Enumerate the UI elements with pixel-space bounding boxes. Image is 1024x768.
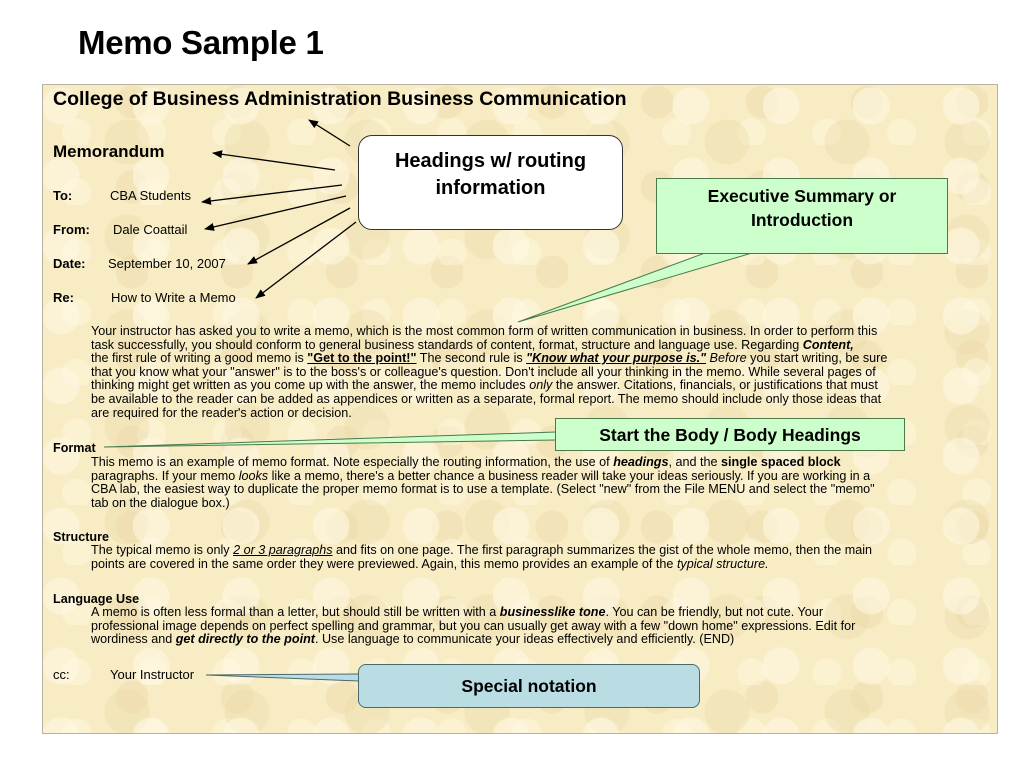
structure-paragraph: The typical memo is only 2 or 3 paragrap… (91, 543, 991, 571)
intro-line: the first rule of writing a good memo is… (91, 351, 888, 366)
memo-type-heading: Memorandum (53, 142, 165, 161)
intro-line: that you know what your "answer" is to t… (91, 364, 876, 379)
language-line: wordiness and get directly to the point.… (91, 632, 735, 647)
to-label: To: (53, 188, 73, 203)
callout-headings-line: Headings w/ routing (394, 150, 587, 172)
re-value: How to Write a Memo (111, 290, 236, 305)
intro-line: Your instructor has asked you to write a… (91, 324, 878, 338)
intro-line: thinking might get written as you come u… (91, 378, 878, 393)
format-line: CBA lab, the easiest way to duplicate th… (91, 482, 875, 497)
intro-paragraph: Your instructor has asked you to write a… (91, 324, 991, 420)
from-value: Dale Coattail (113, 222, 188, 237)
intro-line: task successfully, you should conform to… (91, 337, 854, 352)
format-line: This memo is an example of memo format. … (91, 455, 841, 469)
structure-line: The typical memo is only 2 or 3 paragrap… (91, 543, 873, 557)
structure-heading: Structure (53, 530, 109, 544)
callout-headings: Headings w/ routing information (358, 135, 623, 230)
format-heading: Format (53, 441, 96, 455)
body-pointer (103, 431, 557, 448)
intro-line: are required for the reader's action or … (91, 405, 352, 420)
callout-exec-line: Executive Summary or (707, 186, 897, 206)
callout-executive-summary: Executive Summary or Introduction (656, 178, 948, 254)
format-paragraph: This memo is an example of memo format. … (91, 455, 991, 510)
arrow-to-to (201, 184, 343, 205)
date-label: Date: (53, 256, 86, 271)
date-value: September 10, 2007 (108, 256, 226, 271)
callout-body-headings: Start the Body / Body Headings (555, 418, 905, 451)
memo-college-heading: College of Business Administration Busin… (53, 88, 627, 110)
cc-value: Your Instructor (110, 667, 195, 682)
to-value: CBA Students (110, 188, 191, 203)
arrow-to-re (255, 221, 357, 299)
language-paragraph: A memo is often less formal than a lette… (91, 605, 991, 647)
structure-line: points are covered in the same order the… (91, 556, 769, 571)
intro-line: be available to the reader can be added … (91, 391, 882, 406)
cc-label: cc: (53, 667, 70, 682)
callout-headings-line: information (435, 177, 546, 199)
arrow-to-date (247, 207, 351, 265)
exec-pointer (517, 252, 753, 323)
callout-special-notation: Special notation (358, 664, 700, 708)
from-label: From: (53, 222, 90, 237)
callout-exec-line: Introduction (750, 210, 854, 230)
arrow-to-college (308, 119, 351, 147)
language-line: A memo is often less formal than a lette… (91, 605, 824, 619)
arrow-to-memorandum (212, 150, 336, 171)
re-label: Re: (53, 290, 74, 305)
language-heading: Language Use (53, 592, 140, 606)
special-pointer (205, 673, 360, 682)
slide-title: Memo Sample 1 (78, 24, 324, 61)
arrow-to-from (204, 195, 347, 231)
format-line: paragraphs. If your memo looks like a me… (91, 468, 871, 483)
language-line: professional image depends on perfect sp… (91, 618, 856, 633)
format-line: tab on the dialogue box.) (91, 495, 230, 510)
